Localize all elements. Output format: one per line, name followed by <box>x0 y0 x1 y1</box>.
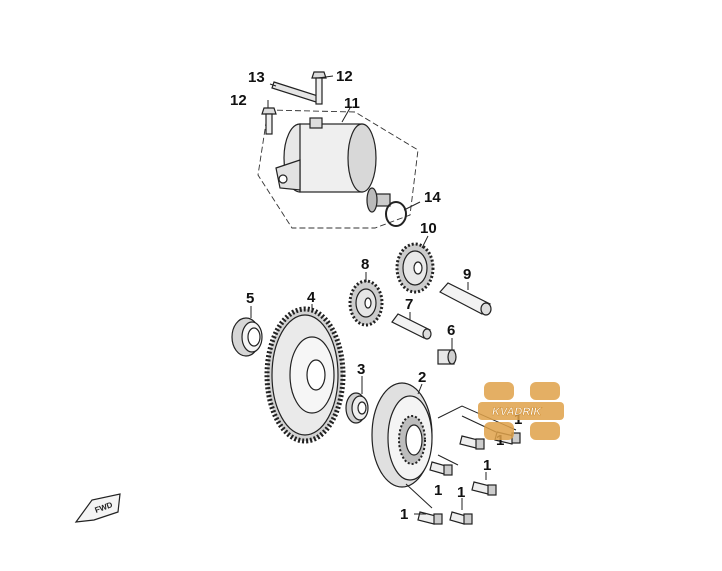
bolt-1e <box>417 511 443 525</box>
callout-5: 5 <box>246 290 254 307</box>
callout-1-c: 1 <box>483 457 491 474</box>
callout-10: 10 <box>420 220 437 237</box>
gear-8 <box>348 279 384 327</box>
bushing-6 <box>437 349 457 365</box>
callout-13: 13 <box>248 69 265 86</box>
callout-14: 14 <box>424 189 441 206</box>
fwd-arrow-icon: FWD <box>74 493 121 523</box>
callout-6: 6 <box>447 322 455 339</box>
gear-10 <box>395 242 435 294</box>
starter-motor-outline <box>257 109 419 229</box>
atv-tire-icon <box>478 382 564 440</box>
callout-7: 7 <box>405 296 413 313</box>
clutch-bolts <box>417 431 521 525</box>
bolt-1a <box>459 435 485 450</box>
callout-1-b: 1 <box>496 432 504 449</box>
callout-4: 4 <box>307 289 316 306</box>
bolt-top <box>311 71 327 105</box>
callout-3: 3 <box>357 361 365 378</box>
callout-1-e: 1 <box>457 484 465 501</box>
seal-5 <box>231 317 263 357</box>
callout-1-f: 1 <box>400 506 408 523</box>
bolt-1d <box>471 481 497 496</box>
kvadrik-watermark: KVADRIK <box>478 382 564 440</box>
bolt-1f <box>449 511 473 525</box>
gear-4 <box>264 306 346 444</box>
bearing-3 <box>345 392 369 424</box>
callout-12-left: 12 <box>230 92 247 109</box>
callout-9: 9 <box>463 266 471 283</box>
shaft-9 <box>439 282 492 316</box>
bolt-1c <box>429 461 453 476</box>
clutch-2 <box>371 382 433 488</box>
callout-1-d: 1 <box>434 482 442 499</box>
bolt-left <box>261 107 277 135</box>
starter-motor-assembly <box>257 71 419 229</box>
watermark-text: KVADRIK <box>492 406 542 418</box>
shaft-7 <box>391 313 432 340</box>
strap-plate <box>271 81 319 103</box>
callout-8: 8 <box>361 256 369 273</box>
callout-11: 11 <box>344 95 360 112</box>
callout-2: 2 <box>418 369 426 386</box>
callout-12-top: 12 <box>336 68 353 85</box>
